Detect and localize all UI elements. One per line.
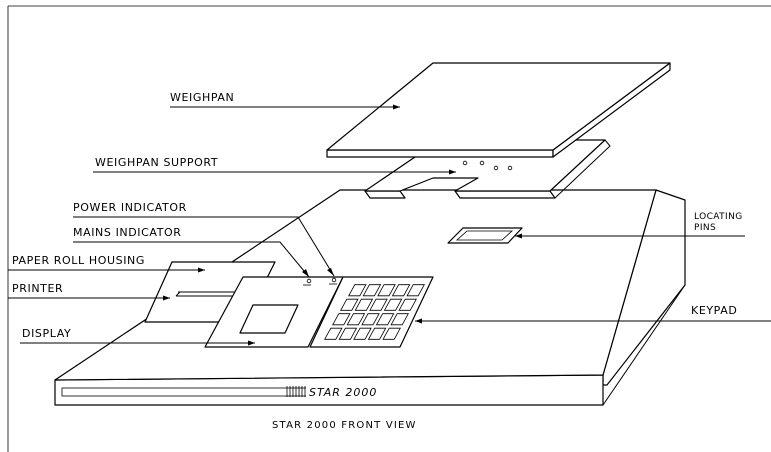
label-printer: PRINTER xyxy=(12,282,63,295)
recess-inner xyxy=(455,230,514,241)
locating-pin-recess xyxy=(447,227,523,244)
weighpan-top xyxy=(326,62,671,151)
support-hole xyxy=(479,160,485,166)
diagram-caption: STAR 2000 FRONT VIEW xyxy=(272,420,417,431)
label-display: DISPLAY xyxy=(22,327,71,340)
keypad-key xyxy=(362,284,382,297)
keypad-key xyxy=(382,327,401,340)
keypad-key xyxy=(332,313,351,326)
keypad-key xyxy=(383,298,403,311)
label-weighpan-support: WEIGHPAN SUPPORT xyxy=(95,156,218,169)
leader-lines xyxy=(8,104,771,346)
base-bottom-right-edge xyxy=(602,284,686,406)
keypad-key xyxy=(367,327,387,340)
support-left-foot-edge xyxy=(364,190,406,199)
keypad-key xyxy=(375,313,395,326)
keypad-key xyxy=(346,313,366,326)
labels: WEIGHPAN WEIGHPAN SUPPORT POWER INDICATO… xyxy=(12,91,743,431)
support-hole xyxy=(507,165,513,171)
keypad-key xyxy=(354,298,374,311)
support-side-edge xyxy=(554,139,611,199)
keypad-key xyxy=(377,284,396,297)
label-weighpan: WEIGHPAN xyxy=(170,91,234,104)
keypad-key xyxy=(406,284,425,297)
power-indicator-led xyxy=(329,277,337,285)
keypad-key xyxy=(361,313,380,326)
keypad-panel xyxy=(309,276,434,348)
keypad-key xyxy=(390,313,409,326)
brand-label: STAR 2000 xyxy=(309,386,377,399)
weighpan-front-edge xyxy=(326,149,554,158)
keypad-key xyxy=(324,327,343,340)
label-power-indicator: POWER INDICATOR xyxy=(73,201,187,214)
support-right-foot-edge xyxy=(454,190,556,199)
keypad-key xyxy=(391,284,411,297)
mains-indicator-led xyxy=(303,278,312,286)
label-paper-roll-housing: PAPER ROLL HOUSING xyxy=(12,254,145,267)
display-window xyxy=(239,304,299,334)
keypad-key xyxy=(348,284,367,297)
keypad-key xyxy=(353,327,372,340)
weighpan xyxy=(326,62,671,158)
label-locating-line1: LOCATING xyxy=(694,212,743,222)
leader-mains-indicator xyxy=(73,241,310,278)
support-hole xyxy=(462,160,468,166)
keypad-keys xyxy=(324,284,425,340)
keypad-key xyxy=(398,298,417,311)
brand-hatch xyxy=(286,386,306,397)
keypad-key xyxy=(338,327,358,340)
support-hole xyxy=(493,165,499,171)
leader-power-indicator xyxy=(73,216,335,277)
label-mains-indicator: MAINS INDICATOR xyxy=(73,226,182,239)
label-locating-line2: PINS xyxy=(694,223,716,233)
label-keypad: KEYPAD xyxy=(691,304,737,317)
keypad-key xyxy=(340,298,359,311)
keypad-key xyxy=(369,298,388,311)
